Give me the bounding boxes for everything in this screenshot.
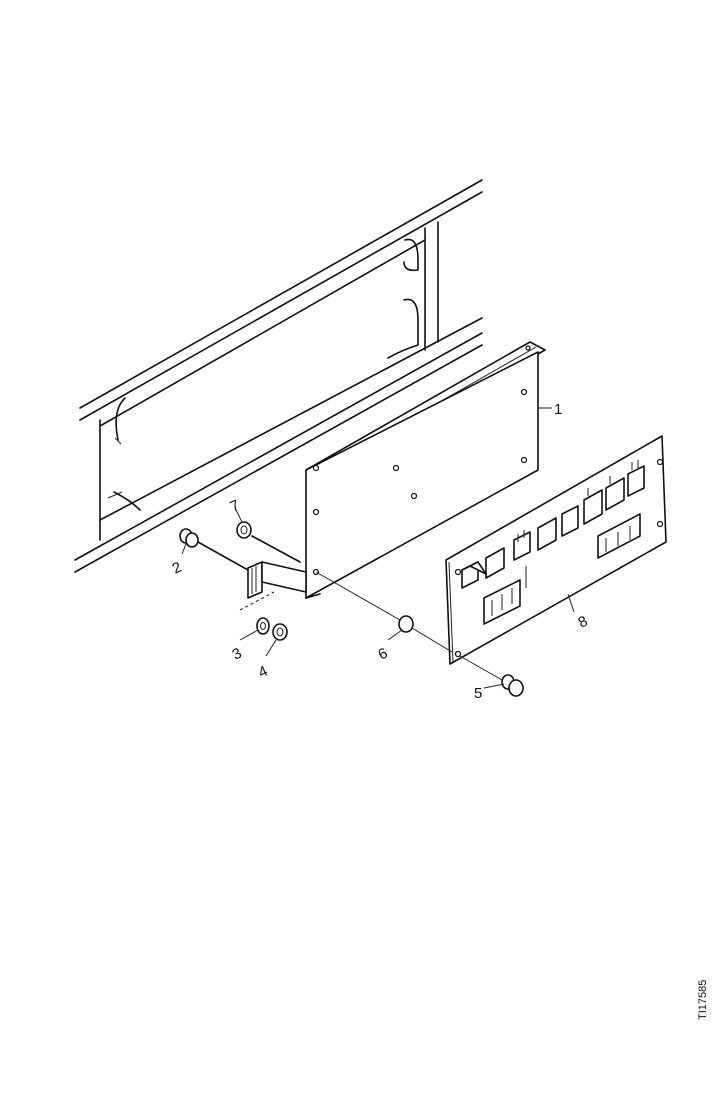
callout-4: 4 bbox=[256, 663, 271, 682]
callout-1: 1 bbox=[554, 401, 562, 418]
mounting-bracket bbox=[247, 341, 546, 599]
callout-7: 7 bbox=[228, 497, 243, 516]
relay bbox=[605, 476, 625, 511]
relay bbox=[485, 547, 505, 579]
washer-3 bbox=[256, 617, 270, 635]
relay bbox=[561, 505, 579, 537]
screw-2 bbox=[179, 528, 249, 571]
screw-5 bbox=[459, 655, 524, 697]
relay bbox=[513, 530, 531, 561]
relay bbox=[583, 488, 603, 525]
circuit-board bbox=[445, 435, 667, 665]
leader-lines bbox=[181, 407, 575, 689]
relay bbox=[461, 561, 487, 589]
nut-4 bbox=[272, 623, 288, 641]
callout-8: 8 bbox=[576, 613, 591, 632]
figure-id: TI17585 bbox=[697, 980, 709, 1020]
callout-2: 2 bbox=[170, 559, 185, 578]
callout-3: 3 bbox=[230, 645, 245, 664]
nut-7 bbox=[236, 521, 301, 563]
callout-6: 6 bbox=[376, 645, 391, 664]
relay bbox=[537, 517, 557, 551]
callout-5: 5 bbox=[474, 685, 482, 702]
terminal-block bbox=[483, 579, 521, 625]
relay bbox=[627, 460, 645, 497]
terminal-block bbox=[597, 513, 641, 559]
standoff-6 bbox=[315, 571, 453, 653]
cabinet-frame bbox=[74, 179, 483, 573]
